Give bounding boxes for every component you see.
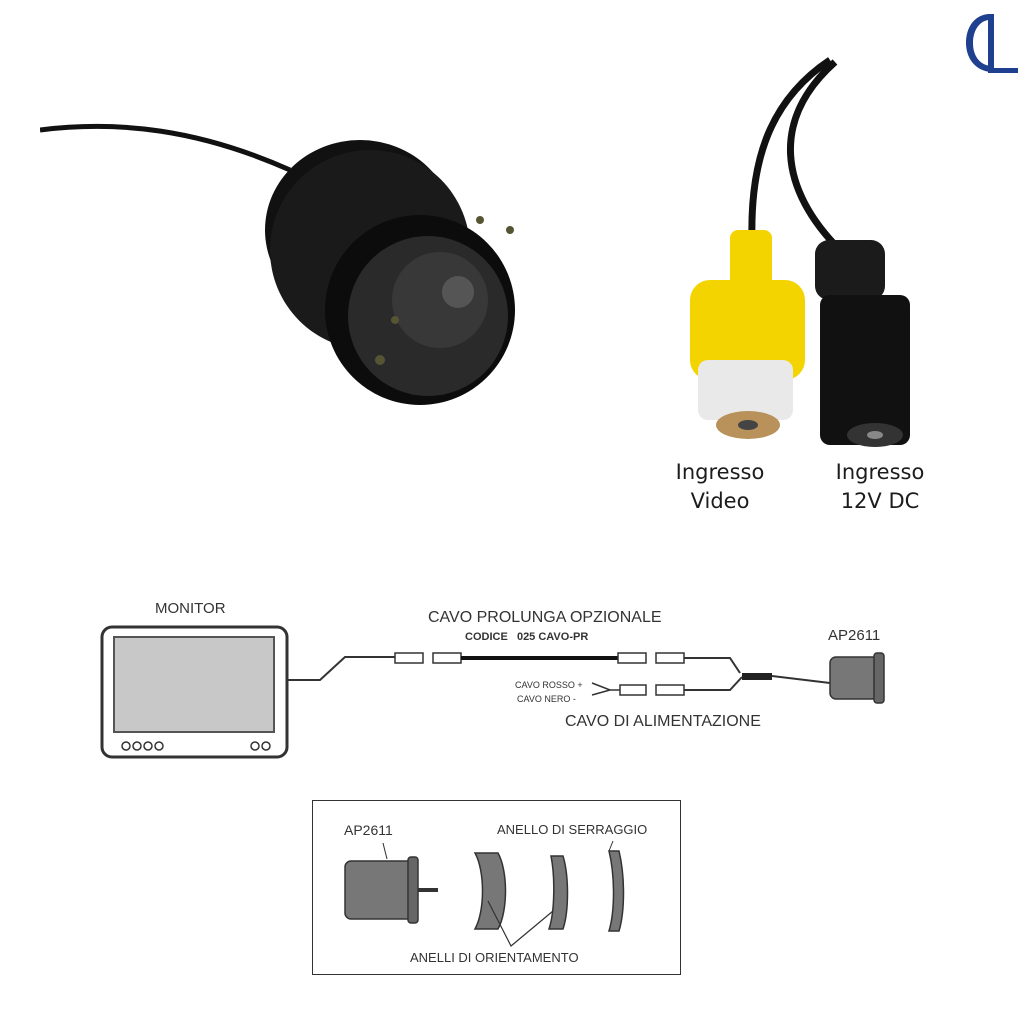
clamp-ring-label: ANELLO DI SERRAGGIO — [497, 822, 648, 837]
connectors-photo — [690, 57, 910, 447]
monitor-drawing — [100, 625, 289, 759]
extension-code: CODICE 025 CAVO-PR — [465, 631, 589, 643]
monitor-label: MONITOR — [155, 600, 226, 617]
mount-camera-label: AP2611 — [344, 822, 393, 838]
rca-video-connector — [690, 230, 805, 439]
wiring-diagram — [100, 625, 885, 759]
power-input-line2: 12V DC — [840, 489, 920, 513]
mount-camera-drawing — [344, 856, 438, 924]
brand-logo-icon — [966, 14, 1018, 73]
video-input-line1: Ingresso — [675, 460, 765, 484]
wiring-camera-label: AP2611 — [828, 627, 881, 644]
clamp-ring — [607, 850, 625, 932]
video-input-label: Ingresso Video — [655, 458, 785, 516]
power-cable-label: CAVO DI ALIMENTAZIONE — [565, 713, 761, 730]
red-wire-label: CAVO ROSSO + — [515, 680, 583, 690]
connector-pair-3 — [619, 684, 685, 696]
extension-title: CAVO PROLUNGA OPZIONALE — [428, 609, 662, 626]
connector-pair-1 — [394, 652, 462, 664]
black-wire-label: CAVO NERO - — [517, 694, 576, 704]
mounting-diagram — [344, 840, 625, 947]
camera-lens — [442, 276, 474, 308]
camera-photo — [40, 123, 515, 405]
power-input-line1: Ingresso — [835, 460, 925, 484]
connector-pair-2 — [617, 652, 685, 664]
camera-cable — [40, 123, 292, 173]
power-input-label: Ingresso 12V DC — [815, 458, 945, 516]
video-input-line2: Video — [690, 489, 750, 513]
orient-ring-2 — [547, 855, 569, 930]
camera-drawing — [829, 652, 885, 704]
dc-power-connector — [815, 240, 910, 447]
orient-ring-1 — [473, 852, 507, 930]
orient-rings-label: ANELLI DI ORIENTAMENTO — [410, 950, 579, 965]
mounting-diagram-box — [312, 800, 681, 975]
